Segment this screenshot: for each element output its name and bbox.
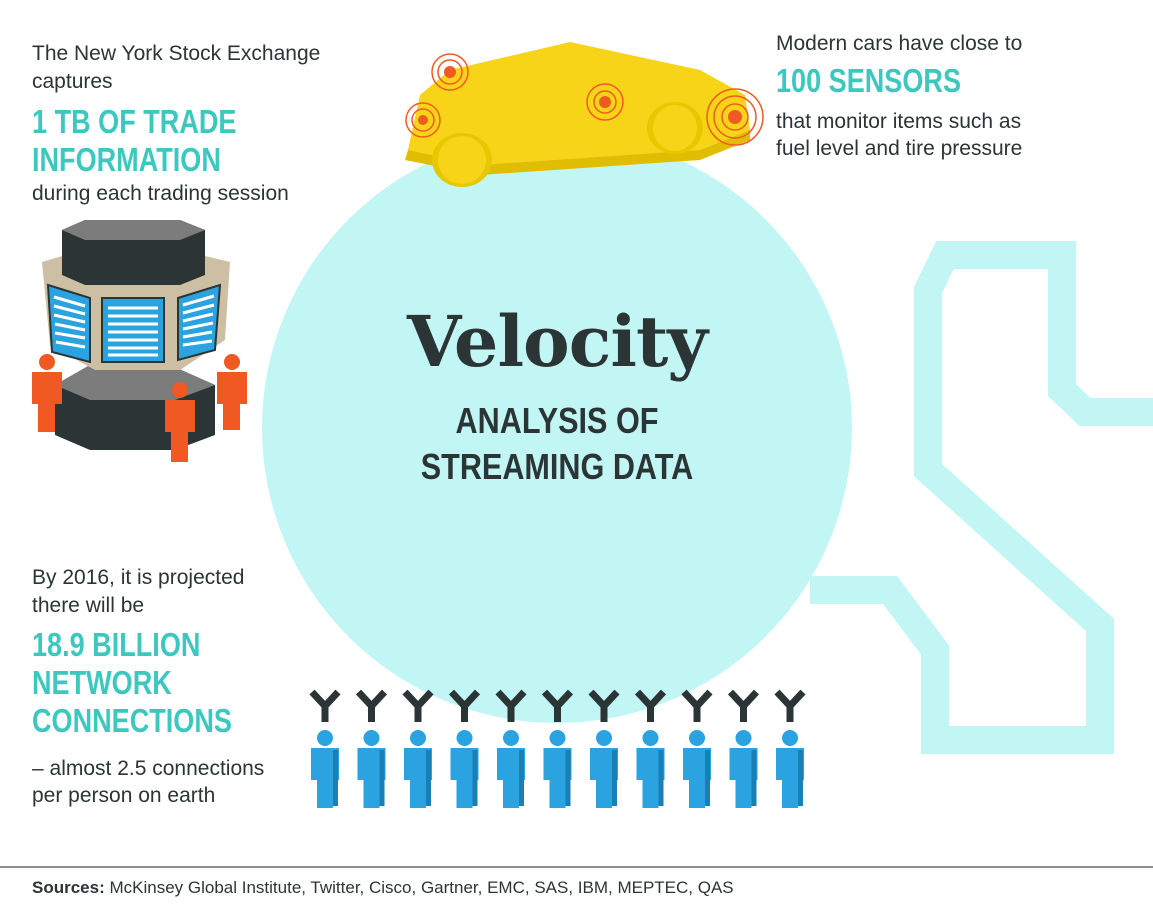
nyse-highlight-line2: INFORMATION (32, 141, 221, 178)
car-sensors-icon (405, 42, 764, 187)
subtitle-line1: ANALYSIS OF (455, 400, 659, 441)
nyse-outro: during each trading session (32, 182, 289, 205)
nyse-intro-line2: captures (32, 70, 113, 93)
connected-person-icon (355, 689, 388, 808)
velocity-circle (262, 133, 852, 723)
footer-divider (0, 866, 1153, 868)
connected-person-icon (309, 689, 341, 808)
connected-person-icon (495, 689, 527, 808)
stock-exchange-building-icon (32, 220, 247, 462)
cars-outro-line1: that monitor items such as (776, 110, 1022, 133)
sources-footer: Sources: McKinsey Global Institute, Twit… (32, 878, 734, 898)
sources-text: McKinsey Global Institute, Twitter, Cisc… (109, 878, 734, 897)
screen-icon (46, 283, 222, 364)
person-icon (32, 354, 247, 462)
connected-person-icon (727, 689, 760, 808)
network-intro-line1: By 2016, it is projected (32, 566, 245, 589)
network-intro-line2: there will be (32, 594, 145, 617)
connected-person-icon (402, 689, 434, 808)
network-outro-line1: – almost 2.5 connections (32, 757, 265, 780)
connected-person-icon (541, 689, 574, 808)
network-highlight-line2: NETWORK (32, 664, 172, 701)
connected-people-icon (309, 689, 806, 808)
connected-person-icon (588, 689, 620, 808)
subtitle-line2: STREAMING DATA (420, 446, 694, 487)
sources-label: Sources: (32, 878, 105, 897)
connected-person-icon (634, 689, 667, 808)
cars-outro-line2: fuel level and tire pressure (776, 137, 1023, 160)
nyse-highlight-line1: 1 TB OF TRADE (32, 103, 237, 140)
connected-person-icon (774, 689, 806, 808)
circuit-outline-decoration (810, 241, 1153, 754)
network-outro-line2: per person on earth (32, 784, 216, 807)
page-title: Velocity (407, 300, 708, 383)
nyse-intro-line1: The New York Stock Exchange (32, 42, 321, 65)
connected-person-icon (448, 689, 481, 808)
network-highlight-line1: 18.9 BILLION (32, 626, 201, 663)
connected-person-icon (681, 689, 713, 808)
cars-highlight: 100 SENSORS (776, 62, 961, 99)
cars-intro: Modern cars have close to (776, 32, 1023, 55)
network-highlight-line3: CONNECTIONS (32, 702, 232, 739)
